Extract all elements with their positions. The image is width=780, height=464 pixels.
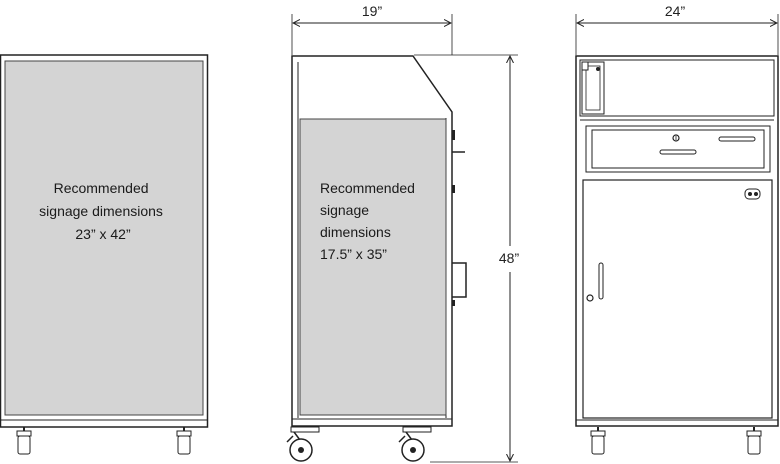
side-signage-area (299, 118, 447, 416)
back-width-label: 24” (665, 3, 686, 19)
side-signage-line-4: 17.5” x 35” (320, 246, 387, 262)
front-caster-right (176, 427, 192, 455)
back-shelf-clip (581, 61, 589, 71)
front-signage-line-3: 23” x 42” (75, 226, 131, 242)
side-signage-line-1: Recommended (320, 180, 415, 196)
side-signage-line-2: signage (320, 202, 369, 218)
back-shelf-screw (596, 67, 600, 71)
side-view: 19” Recommended signage dimensions 17.5”… (286, 3, 520, 463)
side-caster-left (286, 426, 320, 462)
back-caster-right (746, 427, 762, 455)
side-caster-right (398, 426, 432, 462)
side-width-label: 19” (362, 3, 383, 19)
side-door-handle (452, 262, 467, 298)
front-signage-text: Recommended signage dimensions 23” x 42” (39, 180, 167, 242)
side-hinge (452, 300, 455, 306)
back-drawer-pull-right (718, 136, 756, 142)
back-drawer-pull-center (659, 149, 697, 155)
side-signage-text: Recommended signage dimensions 17.5” x 3… (320, 180, 419, 262)
side-signage-line-3: dimensions (320, 224, 391, 240)
back-caster-left (590, 427, 606, 455)
back-door-lock (586, 294, 594, 302)
front-signage-line-2: signage dimensions (39, 203, 163, 219)
back-door (582, 179, 773, 419)
back-door-latch (744, 188, 761, 200)
front-view: Recommended signage dimensions 23” x 42” (0, 54, 209, 455)
back-view: 24” (575, 3, 779, 455)
side-lock-bump (452, 130, 455, 140)
front-caster-left (16, 427, 32, 455)
front-signage-area (4, 60, 204, 416)
side-height-label: 48” (499, 250, 520, 266)
back-top-shelf (579, 59, 775, 117)
back-door-handle (598, 262, 604, 300)
back-shelf-side-inner (585, 65, 601, 111)
front-signage-line-1: Recommended (54, 180, 149, 196)
side-latch (452, 185, 455, 193)
